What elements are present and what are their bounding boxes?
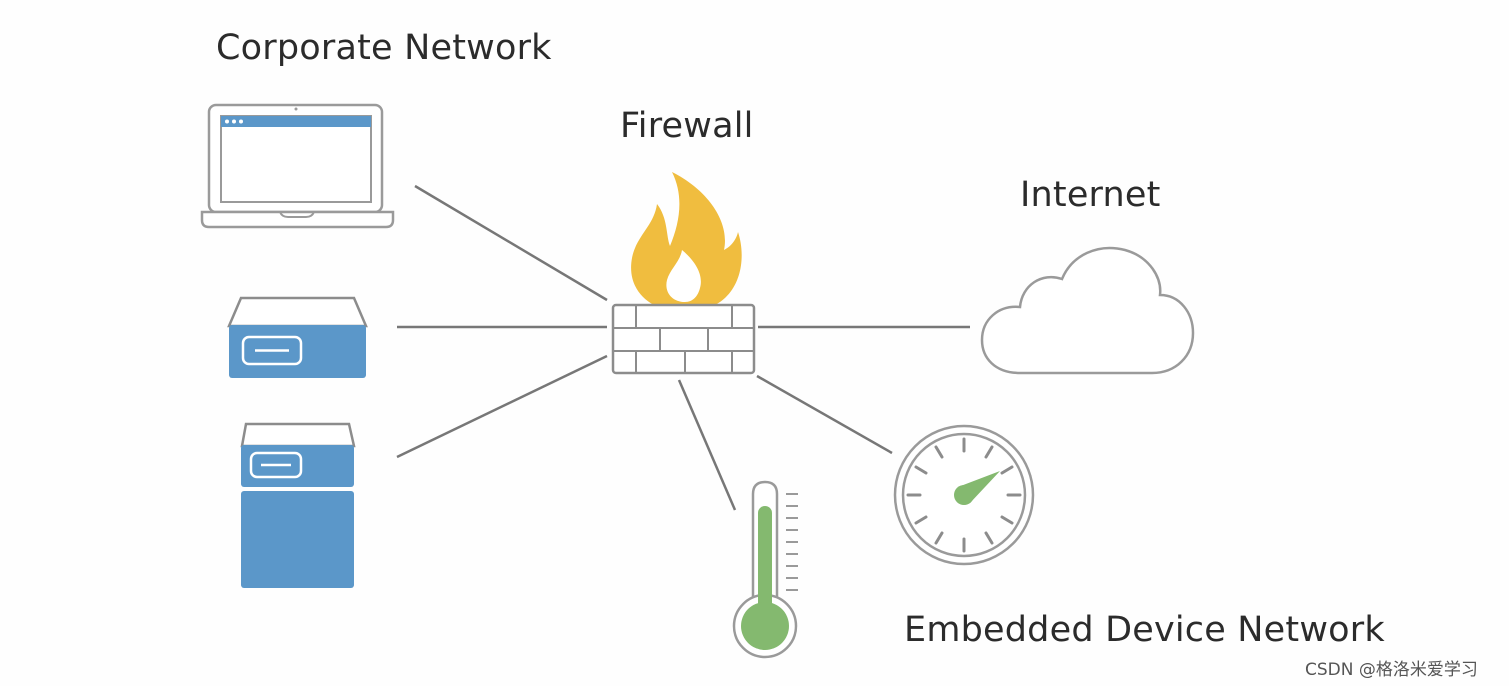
connection-lines	[396, 184, 970, 511]
gauge-icon	[893, 424, 1035, 566]
firewall-icon	[611, 172, 756, 375]
link-firewall-gauge	[756, 374, 893, 455]
cloud-icon	[980, 246, 1195, 375]
thermometer-icon	[732, 480, 798, 659]
embedded-device-network-label: Embedded Device Network	[904, 610, 1385, 650]
link-tower-firewall	[396, 354, 608, 459]
corporate-network-label: Corporate Network	[216, 28, 552, 68]
server-icon	[227, 296, 368, 378]
firewall-label: Firewall	[620, 106, 754, 146]
watermark: CSDN @格洛米爱学习	[1305, 660, 1478, 680]
laptop-icon	[200, 103, 395, 229]
flame-icon	[631, 172, 742, 312]
link-laptop-firewall	[414, 184, 608, 302]
internet-label: Internet	[1020, 175, 1161, 215]
server-tower-icon	[240, 422, 356, 588]
link-firewall-thermometer	[677, 379, 737, 511]
